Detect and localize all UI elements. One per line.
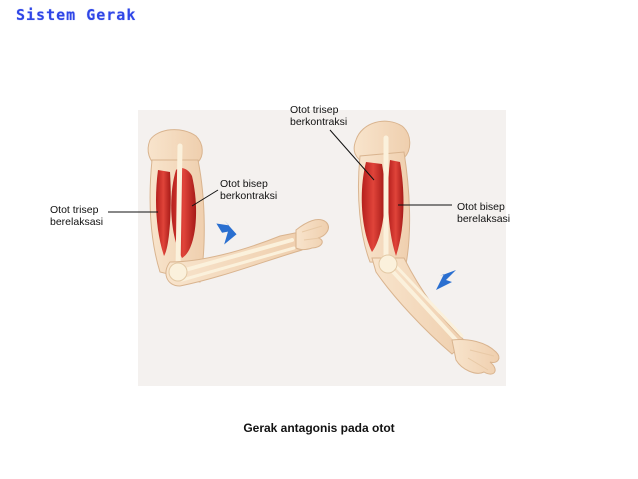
label-biceps-contracted: Otot bisep berkontraksi <box>220 178 278 202</box>
flexed-arm-illustration <box>147 129 329 287</box>
label-biceps-relaxed: Otot bisep berelaksasi <box>457 201 511 225</box>
extended-arm-illustration <box>353 120 500 375</box>
up-arrow-icon <box>216 220 237 245</box>
figure-caption: Gerak antagonis pada otot <box>243 421 395 435</box>
down-arrow-icon <box>436 270 456 290</box>
slide-title: Sistem Gerak <box>16 6 137 24</box>
label-triceps-contracted: Otot trisep berkontraksi <box>290 104 348 128</box>
label-triceps-relaxed: Otot trisep berelaksasi <box>50 204 104 228</box>
leader-triceps-contracted <box>329 129 375 181</box>
leader-biceps-contracted <box>191 189 219 207</box>
